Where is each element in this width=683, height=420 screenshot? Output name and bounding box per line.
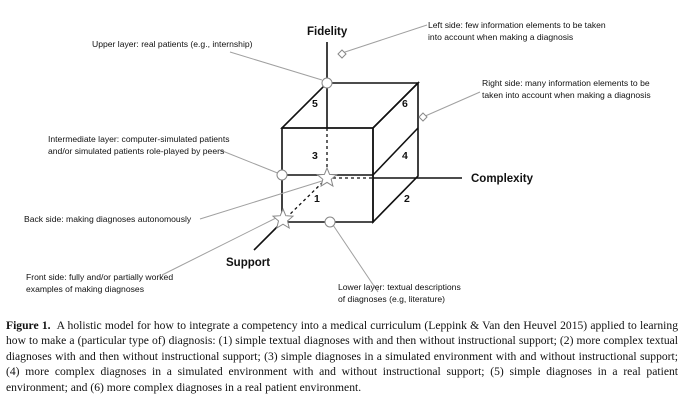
support-axis-label: Support	[226, 257, 270, 269]
leader-back-side	[199, 180, 323, 220]
cell-4: 4	[402, 150, 408, 162]
holistic-model-diagram: Fidelity Complexity Support 1 2 3 4 5 6 …	[24, 20, 651, 304]
annotation-intermediate-layer-line-1: Intermediate layer: computer-simulated p…	[48, 134, 230, 144]
leader-lines	[161, 24, 481, 293]
figure-caption: Figure 1.A holistic model for how to int…	[6, 318, 678, 395]
cube-top-face	[280, 82, 420, 129]
leader-upper-layer	[229, 51, 323, 81]
leader-right-side	[422, 91, 481, 118]
leader-lower-layer	[330, 221, 379, 293]
annotation-left-side-line-1: Left side: few information elements to b…	[428, 20, 606, 30]
marker-star-back	[316, 166, 338, 188]
annotation-right-side-line-2: taken into account when making a diagnos…	[482, 90, 651, 100]
annotation-lower-layer-line-1: Lower layer: textual descriptions	[338, 282, 461, 292]
annotation-lower-layer-line-2: of diagnoses (e.g, literature)	[338, 294, 445, 304]
annotation-right-side-line-1: Right side: many information elements to…	[482, 78, 650, 88]
fidelity-axis-label: Fidelity	[307, 26, 348, 38]
leader-left-side	[341, 24, 428, 54]
cell-5: 5	[312, 98, 318, 110]
annotation-intermediate-layer-line-2: and/or simulated patients role-played by…	[48, 146, 224, 156]
marker-diamond-top	[337, 49, 347, 59]
cell-6: 6	[402, 98, 408, 110]
annotation-front-side-line-2: examples of making diagnoses	[26, 284, 144, 294]
marker-circle-left	[276, 169, 288, 181]
annotation-front-side-line-1: Front side: fully and/or partially worke…	[26, 272, 173, 282]
cube-right-face	[372, 81, 419, 224]
leader-front-side	[161, 215, 281, 276]
figure-caption-text: A holistic model for how to integrate a …	[6, 319, 678, 394]
figure-label: Figure 1.	[6, 319, 51, 332]
marker-diamond-right	[418, 112, 428, 122]
marker-star-front	[271, 207, 295, 230]
cell-3: 3	[312, 150, 318, 162]
cube-middle-right	[372, 127, 419, 176]
support-axis-hidden	[281, 177, 328, 223]
complexity-axis-label: Complexity	[471, 173, 534, 185]
cell-1: 1	[314, 193, 320, 205]
leader-intermediate-layer	[219, 149, 281, 175]
marker-circle-top	[321, 77, 333, 89]
cube	[280, 81, 420, 224]
annotation-left-side-line-2: into account when making a diagnosis	[428, 32, 573, 42]
cell-2: 2	[404, 193, 410, 205]
annotation-upper-layer: Upper layer: real patients (e.g., intern…	[92, 39, 253, 49]
annotation-back-side: Back side: making diagnoses autonomously	[24, 214, 192, 224]
marker-circle-bottom	[324, 216, 336, 228]
